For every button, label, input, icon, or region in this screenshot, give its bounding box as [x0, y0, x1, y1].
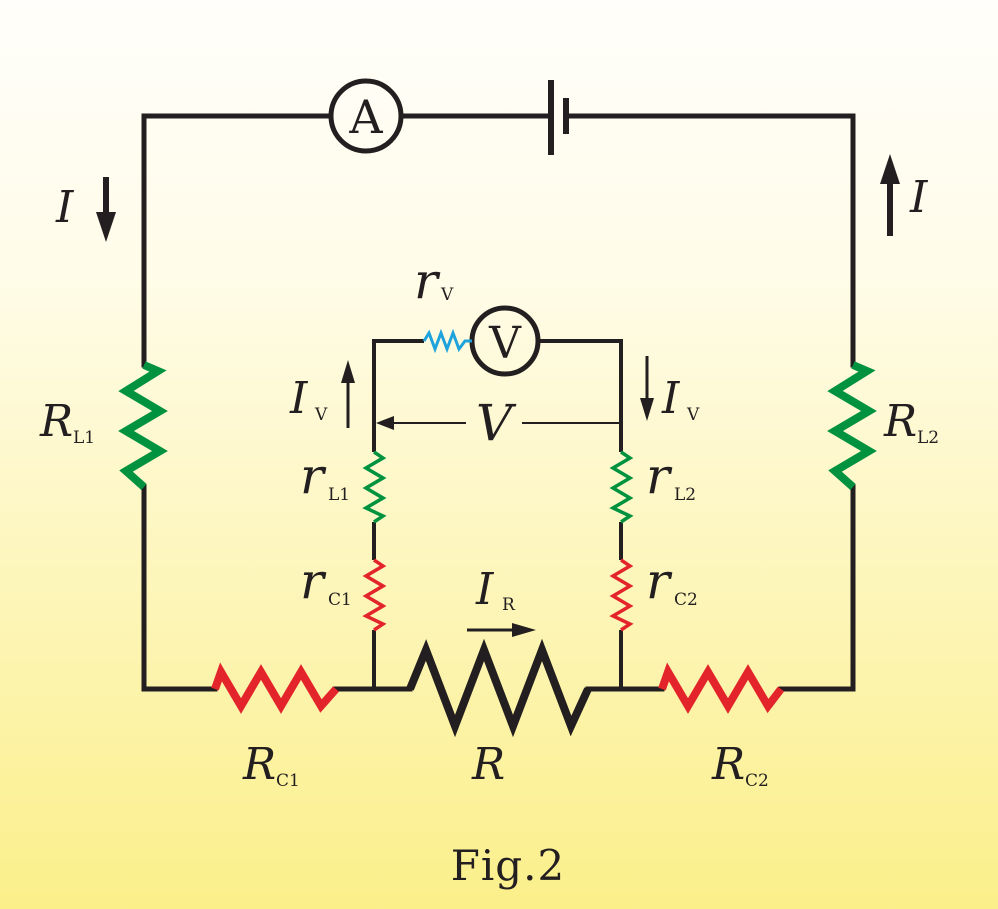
label-rv: r V	[414, 252, 454, 310]
resistor-rc1-icon	[211, 662, 339, 714]
label-RL2: R L2	[883, 396, 939, 448]
current-arrow-left-icon	[96, 177, 116, 242]
svg-text:R: R	[711, 739, 745, 790]
figure-caption: Fig.2	[451, 841, 566, 890]
label-current-right: I	[909, 172, 929, 223]
voltmeter-symbol: V	[488, 318, 522, 369]
svg-text:V: V	[686, 405, 700, 425]
svg-text:R: R	[883, 396, 917, 447]
svg-text:L1: L1	[73, 428, 95, 448]
svg-text:r: r	[300, 447, 327, 505]
svg-text:r: r	[646, 447, 673, 505]
label-rL2: r L2	[646, 447, 696, 505]
resistor-current-arrow-icon	[467, 623, 536, 637]
label-rL1: r L1	[300, 447, 350, 505]
svg-text:R: R	[242, 739, 276, 790]
label-current-R: I R	[475, 564, 516, 615]
battery-icon	[548, 80, 569, 155]
voltage-indicator	[376, 416, 620, 430]
resistor-rl1-small-icon	[362, 450, 387, 524]
label-RC2: R C2	[711, 739, 769, 791]
wire-inner-left-top	[372, 339, 424, 452]
svg-text:r: r	[646, 552, 673, 610]
voltmeter-current-arrow-right-icon	[640, 356, 654, 421]
wire-bottom-left	[141, 484, 218, 692]
current-arrow-right-icon	[880, 154, 900, 236]
svg-text:I: I	[661, 373, 681, 424]
label-RC1: R C1	[242, 739, 300, 791]
resistor-rc2-small-icon	[609, 558, 634, 632]
svg-text:C2: C2	[674, 590, 698, 610]
resistor-rc1-small-icon	[362, 558, 387, 632]
label-current-left: I	[55, 182, 75, 233]
svg-text:r: r	[414, 252, 441, 310]
svg-text:r: r	[300, 552, 327, 610]
wire-inner-right-top	[538, 339, 623, 452]
resistor-rl2-small-icon	[609, 450, 634, 524]
wire-top-left	[141, 113, 334, 368]
svg-text:C1: C1	[276, 771, 300, 791]
svg-text:L2: L2	[674, 485, 696, 505]
svg-text:I: I	[475, 564, 495, 615]
resistor-rv-icon	[422, 328, 472, 354]
voltmeter-loop-wires	[372, 339, 623, 689]
label-rC2: r C2	[646, 552, 698, 610]
svg-text:V: V	[440, 285, 454, 305]
svg-text:I: I	[289, 373, 309, 424]
wire-bottom-right	[778, 484, 856, 692]
ammeter-symbol: A	[348, 90, 383, 144]
svg-text:L2: L2	[917, 428, 939, 448]
svg-text:V: V	[314, 405, 328, 425]
label-RL1: R L1	[39, 396, 95, 448]
svg-text:C2: C2	[745, 771, 769, 791]
ammeter: A	[328, 78, 404, 154]
resistor-rc2-icon	[658, 662, 785, 714]
svg-text:R: R	[502, 595, 516, 615]
resistor-rl2-icon	[827, 361, 877, 490]
wire-top-right	[564, 113, 856, 368]
label-current-voltmeter-left: I V	[289, 373, 328, 425]
svg-text:C1: C1	[328, 590, 352, 610]
svg-text:L1: L1	[328, 485, 350, 505]
resistor-r-icon	[406, 638, 592, 738]
label-R: R	[471, 739, 505, 790]
label-voltage: V	[476, 394, 517, 452]
label-current-voltmeter-right: I V	[661, 373, 700, 425]
voltmeter-current-arrow-left-icon	[341, 360, 355, 428]
label-rC1: r C1	[300, 552, 352, 610]
voltmeter: V	[469, 305, 541, 377]
svg-text:R: R	[39, 396, 73, 447]
resistor-rl1-icon	[118, 361, 168, 490]
